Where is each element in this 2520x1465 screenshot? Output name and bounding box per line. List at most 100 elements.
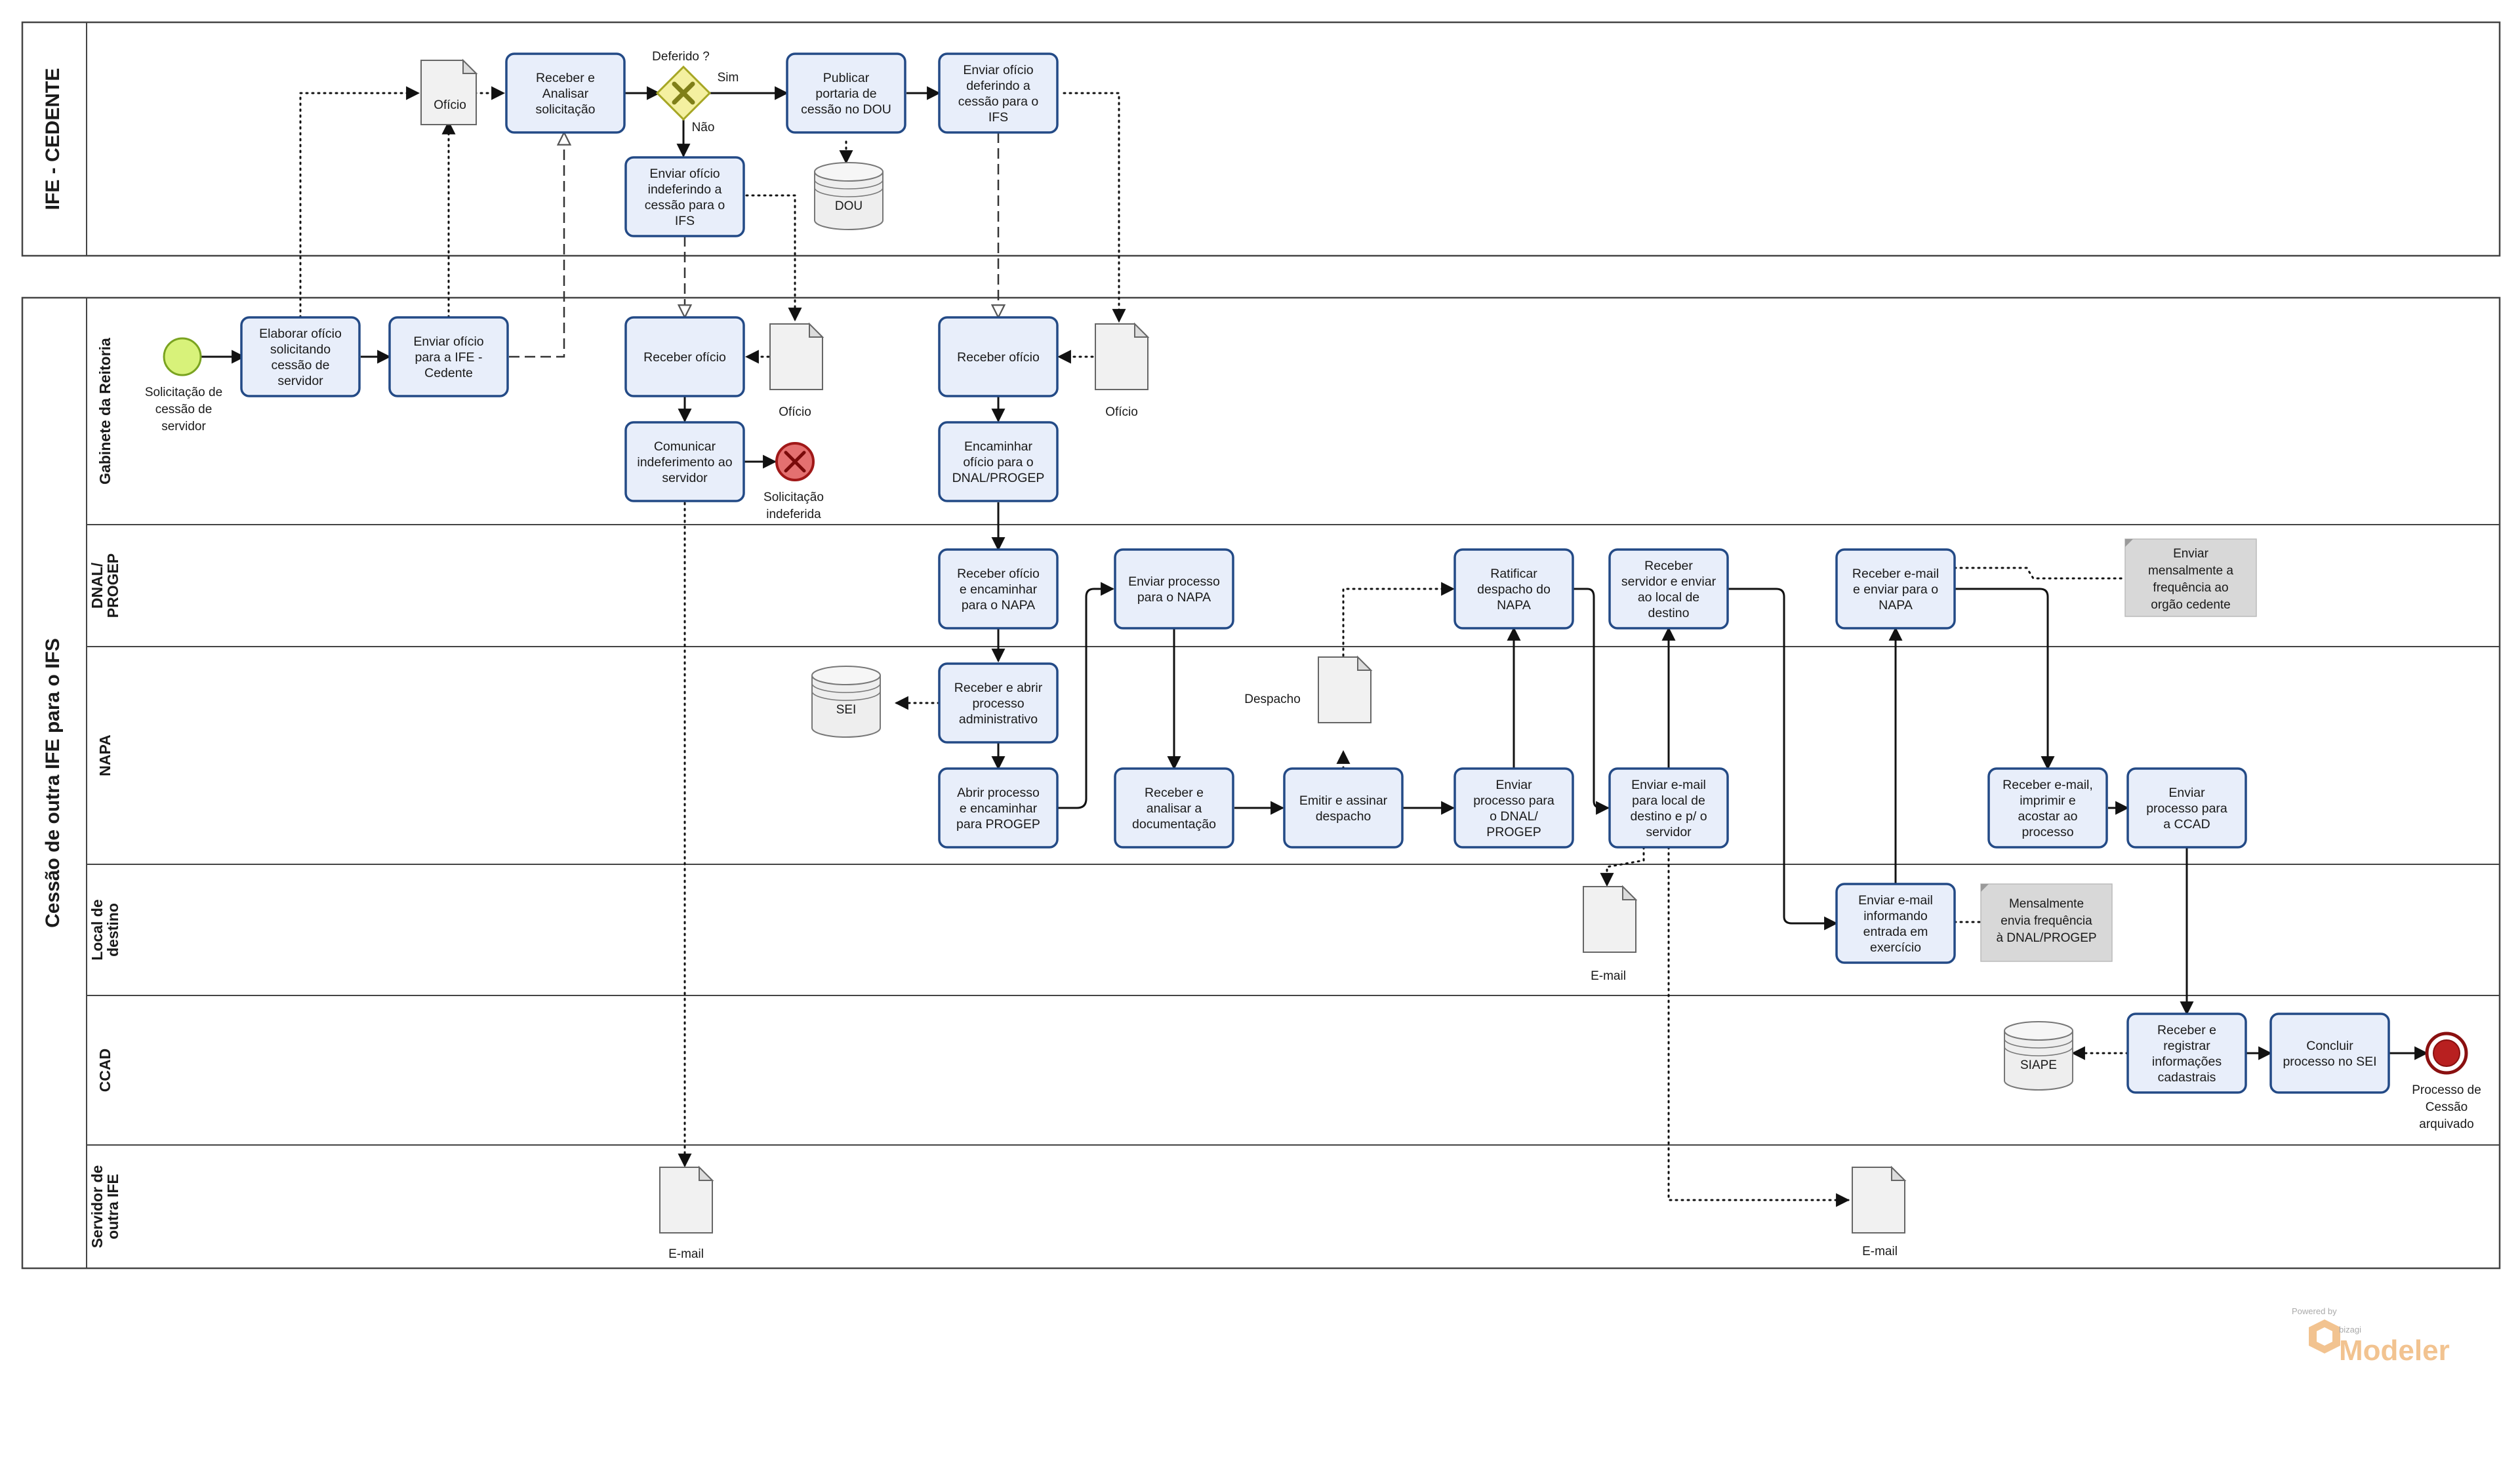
oficio-document-gabinete-2[interactable] (1095, 322, 1150, 390)
task-label-line: Publicar (823, 71, 870, 85)
email-servidor-label-2: E-mail (1862, 1245, 1898, 1258)
task-label-line: Enviar ofício (963, 63, 1033, 77)
task-box (2126, 1013, 2247, 1094)
task-label-line: destino e p/ o (1630, 809, 1707, 824)
oficio-document-cedente[interactable]: Ofício (420, 58, 478, 125)
email-document-servidor-1[interactable] (659, 1165, 714, 1234)
email-document-servidor-2[interactable] (1852, 1165, 1907, 1234)
task-label-line: acostar ao (2018, 809, 2077, 824)
task-box (938, 421, 1059, 502)
task-label-line: processo no SEI (2283, 1054, 2376, 1069)
task-box (1987, 767, 2108, 849)
task-receber-oficio-2[interactable]: Receber ofício (938, 316, 1059, 397)
task-label-line: Enviar (1495, 778, 1532, 792)
task-box (624, 421, 745, 502)
start-event-label-3: servidor (161, 420, 206, 433)
start-event[interactable] (163, 337, 202, 376)
task-label-line: Emitir e assinar (1299, 793, 1388, 808)
note-frequencia-orgao[interactable]: Enviar mensalmente a frequência ao orgão… (2124, 538, 2257, 617)
task-label-line: Enviar ofício (649, 167, 720, 181)
email-document-local[interactable] (1583, 885, 1638, 953)
task-label-line: Receber (1644, 559, 1693, 573)
task-box (938, 662, 1059, 744)
task-label-line: para o NAPA (1137, 590, 1211, 605)
task-label-line: Enviar e-mail (1631, 778, 1706, 792)
oficio-document-cedente-label: Ofício (434, 98, 466, 112)
despacho-document[interactable] (1318, 655, 1373, 723)
note-frequencia-dnal[interactable]: Mensalmente envia frequência à DNAL/PROG… (1980, 883, 2113, 962)
task-label-line: informando (1863, 909, 1928, 923)
note-frequencia-orgao-3: frequência ao (2153, 581, 2228, 595)
task-box (1114, 767, 1234, 849)
task-label-line: Cedente (424, 366, 473, 380)
task-label-line: processo (972, 696, 1024, 711)
task-label-line: cessão no DOU (801, 102, 891, 117)
oficio-document-gabinete-1[interactable] (769, 322, 824, 390)
pool-ife-cedente: IFE - CEDENTE (21, 21, 2501, 257)
lane-label-local-1: Local de (89, 899, 106, 960)
end-event-label-3: arquivado (2419, 1117, 2473, 1131)
gateway-deferido[interactable] (655, 65, 712, 121)
error-event-label-1: Solicitação (763, 491, 824, 504)
task-label-line: Receber e (536, 71, 595, 85)
task-label-line: Abrir processo (957, 786, 1040, 800)
task-label-line: cessão de (272, 358, 330, 372)
lane-label-servidor-1: Servidor de (89, 1165, 106, 1249)
task-label-line: DNAL/PROGEP (952, 471, 1045, 485)
dou-datastore[interactable]: DOU (814, 162, 884, 230)
task-box (1283, 767, 1404, 849)
task-label-line: indeferimento ao (637, 455, 732, 470)
lane-label-napa: NAPA (96, 734, 113, 776)
end-event[interactable] (2425, 1032, 2468, 1075)
task-label-line: Ratificar (1490, 567, 1537, 581)
task-label-line: Elaborar ofício (259, 327, 342, 341)
oficio-label-2: Ofício (1105, 405, 1138, 419)
error-end-event[interactable] (775, 442, 815, 481)
task-label-line: Enviar e-mail (1858, 893, 1933, 908)
task-label-line: indeferindo a (648, 182, 722, 197)
task-label-line: documentação (1132, 817, 1216, 832)
sei-datastore[interactable]: SEI (811, 666, 881, 738)
modeler-label: Modeler (2339, 1335, 2450, 1367)
siape-datastore[interactable]: SIAPE (2004, 1021, 2073, 1091)
task-receber-oficio-1[interactable]: Receber ofício (624, 316, 745, 397)
sequence-flows (201, 86, 2429, 1060)
powered-by-label: Powered by (2292, 1306, 2337, 1316)
sei-label: SEI (836, 703, 857, 717)
task-label-line: processo para (1473, 793, 1555, 808)
task-box (1608, 548, 1729, 630)
task-label-line: imprimir e (2020, 793, 2076, 808)
bizagi-label: bizagi (2339, 1325, 2361, 1335)
task-label-line: analisar a (1147, 801, 1202, 816)
task-label-line: ao local de (1638, 590, 1699, 605)
lane-label-ccad: CCAD (96, 1049, 113, 1092)
task-label-line: Comunicar (654, 439, 716, 454)
message-and-association-flows (299, 86, 2129, 1207)
task-label-line: destino (1648, 606, 1690, 620)
task-label-line: Enviar (2168, 786, 2205, 800)
